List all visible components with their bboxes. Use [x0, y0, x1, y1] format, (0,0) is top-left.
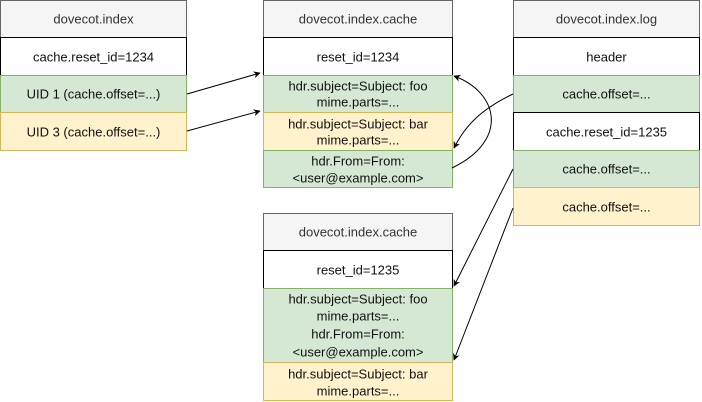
index-uid1-cell	[0, 75, 187, 113]
cache2-header-cell	[263, 213, 453, 251]
cache1-record2-line2: mime.parts=...	[317, 133, 400, 148]
index-title: dovecot.index	[53, 12, 134, 27]
arrow-cache1-record3-to-record1	[451, 74, 492, 169]
log-table: dovecot.index.log header cache.offset=..…	[513, 0, 700, 226]
log-offset1-label: cache.offset=...	[562, 87, 650, 102]
cache2-record2-line2: mime.parts=...	[317, 384, 400, 399]
index-reset-label: cache.reset_id=1234	[33, 50, 154, 65]
cache2-reset-label: reset_id=1235	[317, 263, 400, 278]
cache2-title: dovecot.index.cache	[299, 225, 418, 240]
log-offset1-cell	[513, 75, 700, 113]
cache2-record1-line3: hdr.From=From:	[311, 327, 405, 342]
cache1-record3-line2: <user@example.com>	[293, 171, 424, 186]
cache2-record2-line1: hdr.subject=Subject: bar	[288, 367, 429, 382]
cache2-record2-cell	[263, 362, 453, 401]
log-offset3-cell	[513, 187, 700, 226]
cache1-reset-label: reset_id=1234	[317, 50, 400, 65]
cache2-record1-line4: <user@example.com>	[293, 345, 424, 360]
cache2-record1-line1: hdr.subject=Subject: foo	[288, 292, 427, 307]
log-offset3-label: cache.offset=...	[562, 200, 650, 215]
cache1-record3-line1: hdr.From=From:	[311, 154, 405, 169]
cache2-record1-cell	[263, 288, 453, 363]
log-offset2-cell	[513, 150, 700, 188]
index-table: dovecot.index cache.reset_id=1234 UID 1 …	[0, 0, 187, 151]
arrow-log-offset1-to-cache1-record3	[453, 93, 514, 149]
log-reset-label: cache.reset_id=1235	[546, 125, 667, 140]
log-header-entry-cell	[513, 37, 700, 76]
cache1-record1-line2: mime.parts=...	[317, 95, 400, 110]
cache1-reset-cell	[263, 37, 453, 76]
index-uid3-label: UID 3 (cache.offset=...)	[27, 125, 161, 140]
connectors	[186, 71, 514, 361]
log-title: dovecot.index.log	[556, 12, 657, 27]
cache1-table: dovecot.index.cache reset_id=1234 hdr.su…	[263, 0, 453, 188]
cache2-reset-cell	[263, 250, 453, 289]
cache1-title: dovecot.index.cache	[299, 12, 418, 27]
log-header-entry-label: header	[586, 50, 627, 65]
arrow-log-offset2-to-cache2-record1	[453, 168, 514, 287]
arrow-log-offset3-to-cache2-record2	[453, 207, 514, 361]
arrow-uid1-to-cache1-record1	[186, 71, 261, 95]
index-header-cell	[0, 0, 187, 38]
log-header-cell	[513, 0, 700, 38]
cache1-record2-line1: hdr.subject=Subject: bar	[288, 117, 429, 132]
cache2-table: dovecot.index.cache reset_id=1235 hdr.su…	[263, 213, 453, 401]
index-uid1-label: UID 1 (cache.offset=...)	[27, 87, 161, 102]
log-offset2-label: cache.offset=...	[562, 162, 650, 177]
index-uid3-cell	[0, 112, 187, 151]
arrow-uid3-to-cache1-record2	[186, 109, 261, 132]
cache2-record1-line2: mime.parts=...	[317, 309, 400, 324]
index-reset-cell	[0, 37, 187, 76]
cache1-record1-line1: hdr.subject=Subject: foo	[288, 79, 427, 94]
cache1-record2-cell	[263, 112, 453, 151]
cache1-record3-cell	[263, 150, 453, 188]
